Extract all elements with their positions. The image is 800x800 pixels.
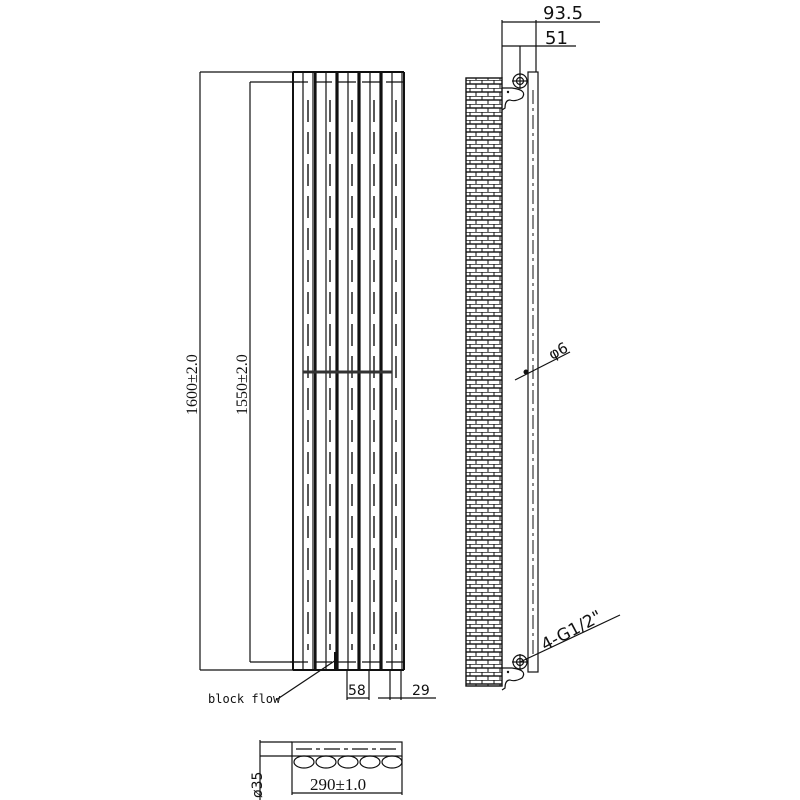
pipe-diameter-label: φ6 [545, 339, 571, 364]
wall-projection-label: 93.5 [543, 3, 583, 24]
section-width-label: 29 [412, 683, 430, 699]
connection-spec-label: 4-G1/2" [538, 607, 606, 656]
plan-view: 290±1.0 ø35 [250, 740, 403, 800]
tube-diameter-label: ø35 [250, 772, 266, 798]
block-flow-marker [334, 652, 338, 670]
radiator-panels [290, 71, 405, 671]
section-pitch-label: 58 [348, 683, 366, 699]
front-elevation: block flow 58 29 1600±2.0 1550±2.0 [184, 71, 436, 706]
side-elevation: 93.5 51 φ6 4-G1/2" [465, 3, 621, 691]
overall-height-label: 1600±2.0 [184, 354, 201, 415]
block-flow-label: block flow [208, 692, 281, 706]
pipe-centres-label: 1550±2.0 [234, 354, 251, 415]
wall-hatch [465, 77, 503, 687]
wall-to-pipe-label: 51 [545, 28, 568, 49]
overall-width-label: 290±1.0 [310, 775, 366, 794]
